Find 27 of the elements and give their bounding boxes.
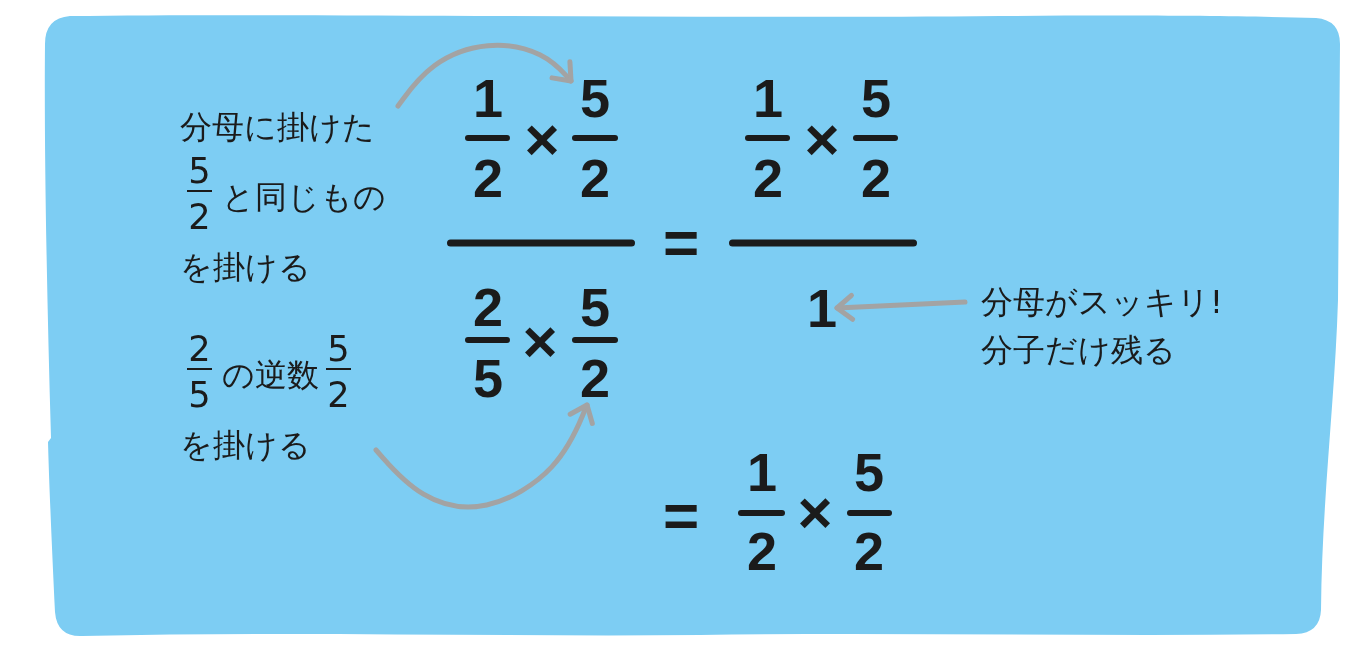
times-sign: × (804, 110, 840, 170)
equals-sign: = (662, 485, 700, 547)
numerator: 1 (473, 71, 503, 125)
denominator: 2 (753, 151, 783, 205)
equals-sign: = (662, 212, 700, 274)
denominator: 2 (747, 524, 777, 578)
times-sign: × (522, 312, 558, 372)
numerator: 5 (854, 445, 884, 499)
curved-arrow (395, 42, 574, 109)
numerator: 1 (753, 71, 783, 125)
denominator: 1 (807, 281, 837, 335)
times-sign: × (797, 483, 833, 543)
denominator: 2 (854, 524, 884, 578)
numerator: 5 (578, 71, 611, 125)
denominator: 2 (578, 151, 611, 205)
numerator: 2 (473, 280, 503, 334)
numerator: 5 (861, 71, 891, 125)
annotation: 分母がスッキリ!分子だけ残る (965, 268, 1231, 374)
curved-arrow (373, 402, 595, 510)
denominator: 2 (578, 351, 611, 405)
numerator: 5 (578, 280, 611, 334)
times-sign: × (524, 110, 560, 170)
denominator: 2 (861, 151, 891, 205)
denominator: 2 (473, 151, 503, 205)
denominator: 5 (473, 351, 503, 405)
numerator: 1 (747, 445, 777, 499)
arrow (834, 292, 968, 322)
